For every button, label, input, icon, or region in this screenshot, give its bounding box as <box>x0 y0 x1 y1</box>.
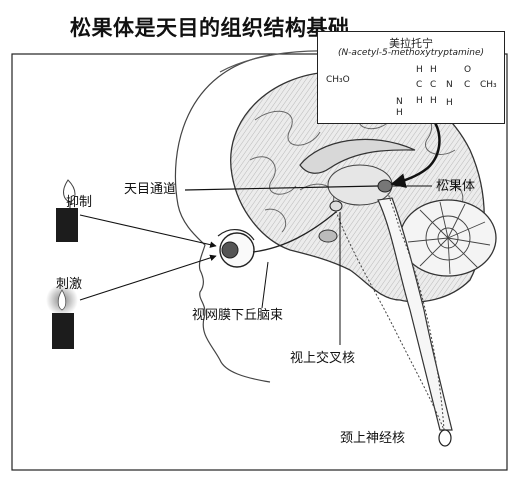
cerebellum-folia <box>407 201 491 275</box>
melatonin-name-cn: 美拉托宁 <box>389 37 433 50</box>
stimulate-arrow <box>79 254 217 301</box>
label-inhibit: 抑制 <box>66 195 93 210</box>
third-eye-channel-line <box>184 185 379 191</box>
face-profile <box>174 54 271 383</box>
eye-lens <box>221 241 239 259</box>
corpus-callosum <box>299 138 416 174</box>
page-title: 松果体是天目的组织结构基础 <box>70 16 350 40</box>
label-suprachiasmatic: 视上交叉核 <box>290 351 356 366</box>
label-stimulate: 刺激 <box>56 277 83 292</box>
atom-h2: H <box>416 96 423 106</box>
brainstem <box>377 197 453 431</box>
inhibit-arrow <box>79 214 217 248</box>
atom-methoxy: CH₃O <box>326 75 350 85</box>
atom-c1: C <box>416 80 423 90</box>
leader-retinohypothalamic <box>261 261 269 309</box>
sympathetic-pathway <box>335 210 445 431</box>
melatonin-arrow <box>390 117 441 189</box>
candle-lit <box>46 284 78 349</box>
pituitary <box>318 229 338 243</box>
candle-unlit <box>56 179 78 242</box>
atom-c3: C <box>464 80 471 90</box>
melatonin-inset: 美拉托宁 (N-acetyl-5-methoxytryptamine) CH₃O… <box>317 31 505 124</box>
atom-ring-n: N <box>396 97 403 107</box>
atom-h1: H <box>416 65 423 75</box>
label-retinohypothalamic: 视网膜下丘脑束 <box>192 308 284 323</box>
return-pathway <box>387 192 445 431</box>
atom-h4: H <box>430 96 437 106</box>
atom-o: O <box>464 65 472 75</box>
label-third-eye-channel: 天目通道 <box>124 182 177 197</box>
label-superior-cervical: 颈上神经核 <box>340 431 406 446</box>
label-pineal: 松果体 <box>436 179 476 194</box>
scn-nucleus <box>329 200 343 212</box>
pineal-gland <box>377 179 393 193</box>
atom-h3: H <box>430 65 437 75</box>
outer-frame <box>11 53 508 471</box>
retinohypothalamic-tract <box>252 211 337 253</box>
atom-ring-h: H <box>396 108 403 118</box>
superior-cervical-ganglion <box>438 429 452 447</box>
melatonin-name-en: (N-acetyl-5-methoxytryptamine) <box>337 48 485 58</box>
atom-h5: H <box>446 98 453 108</box>
atom-n: N <box>446 80 453 90</box>
atom-ch3: CH₃ <box>480 80 497 90</box>
atom-c2: C <box>430 80 437 90</box>
